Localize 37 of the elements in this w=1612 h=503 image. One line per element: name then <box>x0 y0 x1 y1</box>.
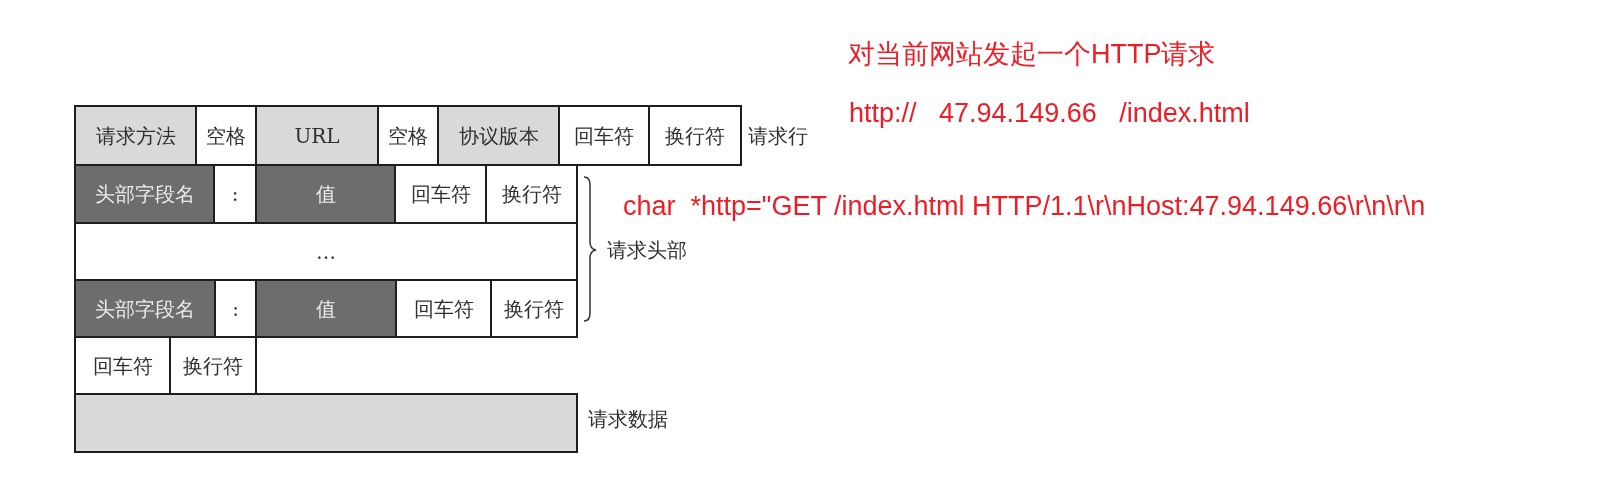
field-cell <box>437 105 560 166</box>
field-cell <box>74 164 215 224</box>
field-cell <box>558 105 650 166</box>
note-text: char *http="GET /index.html HTTP/1.1\r\nHost:47.94.149.66\r\n\r\n <box>623 190 1426 222</box>
field-cell <box>74 105 197 166</box>
note-text: http:// 47.94.149.66 /index.html <box>849 97 1250 129</box>
field-label: URL <box>294 123 340 148</box>
field-label: 换行符 <box>501 182 562 206</box>
field-label: 换行符 <box>504 296 564 321</box>
section-label: 请求数据 <box>588 407 668 431</box>
field-cell <box>255 164 396 224</box>
field-label: 值 <box>316 296 336 321</box>
field-label: 换行符 <box>183 353 243 378</box>
field-cell <box>648 105 742 166</box>
field-label: 头部字段名 <box>95 296 195 321</box>
field-label: … <box>316 239 336 264</box>
field-label: 空格 <box>206 123 246 148</box>
field-label: 空格 <box>388 123 428 148</box>
field-label: : <box>232 296 239 321</box>
field-label: 换行符 <box>665 123 725 148</box>
field-label: 请求方法 <box>95 123 176 148</box>
field-cell <box>74 279 216 338</box>
data-area <box>74 393 578 453</box>
field-cell <box>255 279 397 338</box>
field-cell <box>74 222 578 281</box>
field-label: 值 <box>315 182 336 206</box>
field-label: 协议版本 <box>458 123 539 148</box>
field-cell <box>490 279 578 338</box>
field-label: 回车符 <box>413 296 474 321</box>
note-text: 对当前网站发起一个HTTP请求 <box>848 38 1216 70</box>
field-cell <box>255 105 379 166</box>
field-label: : <box>231 182 239 206</box>
field-label: 回车符 <box>92 353 153 378</box>
field-label: 头部字段名 <box>94 182 195 206</box>
section-label: 请求头部 <box>607 238 687 262</box>
field-label: 回车符 <box>574 123 634 148</box>
field-label: 回车符 <box>410 182 471 206</box>
